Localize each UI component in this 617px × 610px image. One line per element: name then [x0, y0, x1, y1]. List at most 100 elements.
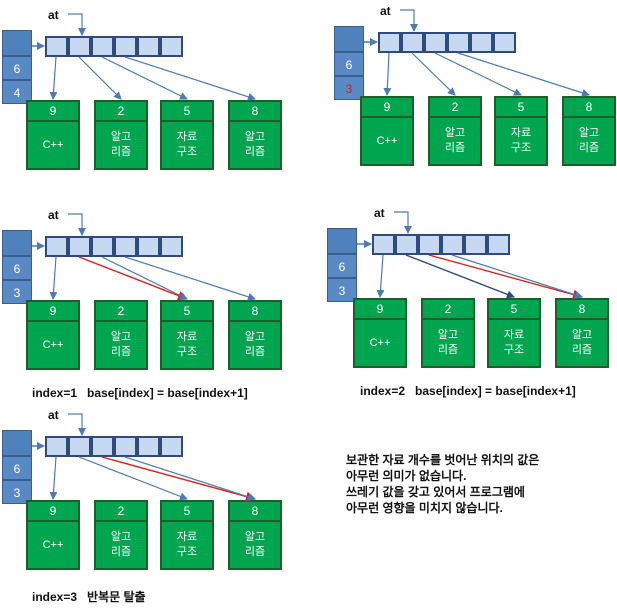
- array-cell: [464, 234, 487, 255]
- node-name: 알고 리즘: [562, 118, 616, 166]
- array-cell: [424, 32, 447, 53]
- node-name: 알고 리즘: [94, 522, 148, 570]
- node-index: 8: [555, 298, 609, 320]
- element-pointer-arrow: [101, 256, 188, 300]
- array-cell: [45, 236, 68, 257]
- node-index: 2: [94, 500, 148, 522]
- at-arrow: [68, 213, 86, 236]
- element-pointer-arrow: [383, 52, 392, 96]
- node-index: 5: [160, 500, 214, 522]
- capacity-value: 6: [13, 462, 21, 476]
- node-name: 자료 구조: [494, 118, 548, 166]
- array-cell: [378, 32, 401, 53]
- capacity-value: 6: [338, 260, 346, 274]
- size-value: 3: [13, 486, 21, 500]
- node-name: C++: [360, 118, 414, 166]
- array-cell: [68, 236, 91, 257]
- step-caption: index=3 반복문 탈출: [32, 590, 146, 604]
- size-box: 3: [334, 76, 364, 100]
- at-pointer-label: at: [48, 408, 59, 422]
- node-name: 자료 구조: [160, 322, 214, 370]
- element-pointer-arrow: [411, 52, 456, 96]
- node-name: 자료 구조: [487, 320, 541, 368]
- at-arrow: [68, 13, 86, 36]
- node-index: 9: [26, 300, 80, 322]
- array-cell: [160, 436, 183, 457]
- size-value: 3: [345, 82, 353, 96]
- node-name: 알고 리즘: [555, 320, 609, 368]
- note-line-1: 보관한 자료 개수를 벗어난 위치의 값은: [346, 453, 540, 467]
- element-pointer-arrow: [434, 52, 522, 96]
- size-box: 3: [327, 278, 357, 302]
- base-pointer-box: [2, 30, 32, 56]
- node-index: 9: [360, 96, 414, 118]
- element-pointer-arrow: [405, 254, 515, 299]
- element-pointer-arrow: [376, 254, 385, 298]
- capacity-box: 6: [334, 52, 364, 76]
- node-index: 5: [487, 298, 541, 320]
- capacity-value: 6: [345, 58, 353, 72]
- node-name: 알고 리즘: [228, 522, 282, 570]
- moved-pointer-arrow: [428, 254, 583, 300]
- node-index: 2: [421, 298, 475, 320]
- moved-pointer-arrow: [78, 256, 188, 301]
- node-index: 2: [94, 100, 148, 122]
- at-pointer-label: at: [374, 206, 385, 220]
- node-index: 2: [428, 96, 482, 118]
- array-cell: [137, 436, 160, 457]
- node-name: 알고 리즘: [428, 118, 482, 166]
- size-value: 3: [338, 284, 346, 298]
- element-pointer-arrow: [78, 56, 122, 100]
- node-name: C++: [26, 122, 80, 170]
- element-pointer-arrow: [451, 254, 583, 299]
- node-name: 알고 리즘: [228, 322, 282, 370]
- array-cell: [68, 436, 91, 457]
- at-pointer-label: at: [48, 208, 59, 222]
- size-value: 4: [13, 86, 21, 100]
- note-line-4: 아무런 영향을 미치지 않습니다.: [346, 501, 503, 515]
- array-cell: [91, 436, 114, 457]
- element-pointer-arrow: [49, 256, 58, 300]
- element-pointer-arrow: [78, 456, 188, 501]
- element-pointer-arrow: [124, 456, 256, 501]
- array-cell: [160, 236, 183, 257]
- array-cell: [114, 236, 137, 257]
- capacity-value: 6: [13, 262, 21, 276]
- base-pointer-box: [327, 228, 357, 254]
- at-arrow: [400, 9, 418, 32]
- node-index: 5: [160, 100, 214, 122]
- moved-pointer-arrow: [101, 456, 256, 502]
- node-name: 자료 구조: [160, 522, 214, 570]
- array-cell: [470, 32, 493, 53]
- element-pointer-arrow: [124, 256, 256, 301]
- capacity-value: 6: [13, 62, 21, 76]
- capacity-box: 6: [2, 456, 32, 480]
- array-cell: [493, 32, 516, 53]
- node-name: 자료 구조: [160, 122, 214, 170]
- node-index: 9: [353, 298, 407, 320]
- array-cell: [91, 36, 114, 57]
- node-name: 알고 리즘: [421, 320, 475, 368]
- element-pointer-arrow: [124, 56, 256, 101]
- node-name: 알고 리즘: [94, 122, 148, 170]
- node-index: 8: [562, 96, 616, 118]
- capacity-box: 6: [327, 254, 357, 278]
- array-cell: [441, 234, 464, 255]
- element-pointer-arrow: [101, 56, 188, 100]
- array-cell: [372, 234, 395, 255]
- array-cell: [395, 234, 418, 255]
- node-index: 5: [160, 300, 214, 322]
- step-caption: index=2 base[index] = base[index+1]: [360, 384, 576, 398]
- array-cell: [91, 236, 114, 257]
- node-name: 알고 리즘: [228, 122, 282, 170]
